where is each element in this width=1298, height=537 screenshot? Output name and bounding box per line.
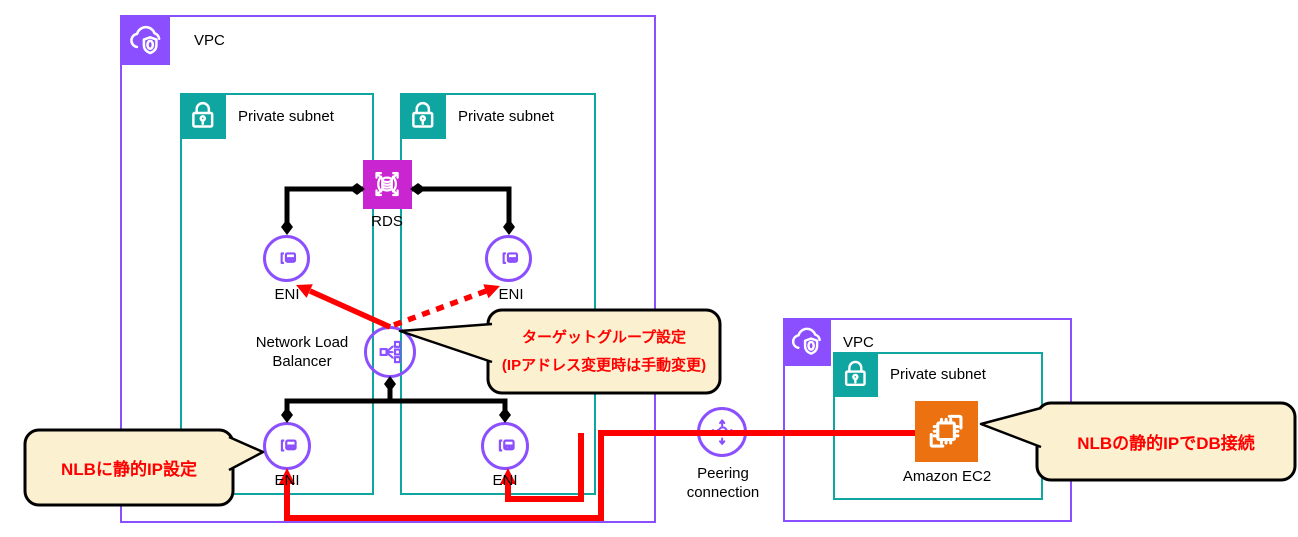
- network-load-balancer-node: [364, 326, 416, 378]
- eni-top-left-label: ENI: [274, 286, 300, 303]
- vpc-cloud-shield-icon: [129, 25, 160, 54]
- eni-top-right-label: ENI: [498, 286, 524, 303]
- peering-connection-icon: [709, 419, 735, 445]
- peering-connection-label: Peering connection: [672, 464, 774, 502]
- eni-bottom-left-label: ENI: [274, 472, 300, 489]
- lock-icon: [412, 102, 434, 128]
- rds-node: [363, 160, 412, 209]
- eni-network-interface-icon: [280, 439, 297, 452]
- callout-nlb-static-ip: NLBに静的IP設定: [25, 430, 233, 505]
- callout-target-group-line2: (IPアドレス変更時は手動変更): [501, 357, 707, 374]
- callout-nlb-static-ip-text: NLBに静的IP設定: [61, 460, 197, 479]
- callout-target-group-line1: ターゲットグループ設定: [521, 329, 687, 346]
- vpc-right-label: VPC: [843, 333, 874, 351]
- vpc-left-box: [120, 15, 656, 523]
- eni-network-interface-icon: [502, 251, 518, 264]
- eni-network-interface-icon: [498, 439, 515, 452]
- private-subnet-lock-icon: [400, 93, 446, 139]
- ec2-chip-icon: [930, 415, 963, 448]
- nlb-label-line1: Network Load: [255, 334, 349, 351]
- private-subnet-left-label: Private subnet: [238, 107, 334, 125]
- peering-label-line1: Peering: [697, 465, 749, 482]
- network-load-balancer-label: Network Load Balancer: [237, 333, 367, 371]
- private-subnet-lock-icon: [833, 352, 878, 397]
- vpc-left-label: VPC: [194, 31, 225, 49]
- callout-db-connect-text: NLBの静的IPでDB接続: [1077, 434, 1255, 453]
- callout-db-connect: NLBの静的IPでDB接続: [1037, 403, 1295, 480]
- lock-icon: [192, 102, 214, 128]
- rds-label: RDS: [371, 213, 403, 230]
- peering-connection-node: [697, 407, 747, 457]
- eni-node-top-right: [485, 235, 532, 282]
- vpc-icon: [783, 318, 831, 366]
- callout-target-group: ターゲットグループ設定 (IPアドレス変更時は手動変更): [488, 310, 720, 393]
- private-subnet-ec2-label: Private subnet: [890, 366, 986, 383]
- nlb-label-line2: Balancer: [272, 353, 332, 370]
- lock-icon: [845, 360, 866, 387]
- eni-node-bottom-left: [263, 422, 311, 470]
- vpc-cloud-shield-icon: [792, 328, 822, 356]
- private-subnet-right-label: Private subnet: [458, 107, 554, 125]
- eni-bottom-right-label: ENI: [492, 472, 518, 489]
- private-subnet-lock-icon: [180, 93, 226, 139]
- network-load-balancer-icon: [379, 340, 402, 364]
- rds-database-icon: [375, 172, 400, 197]
- eni-network-interface-icon: [280, 251, 296, 264]
- eni-node-bottom-right: [481, 422, 529, 470]
- ec2-node: [915, 401, 978, 462]
- ec2-label: Amazon EC2: [902, 468, 992, 485]
- peering-label-line2: connection: [686, 484, 760, 501]
- eni-node-top-left: [263, 235, 310, 282]
- vpc-icon: [120, 15, 170, 65]
